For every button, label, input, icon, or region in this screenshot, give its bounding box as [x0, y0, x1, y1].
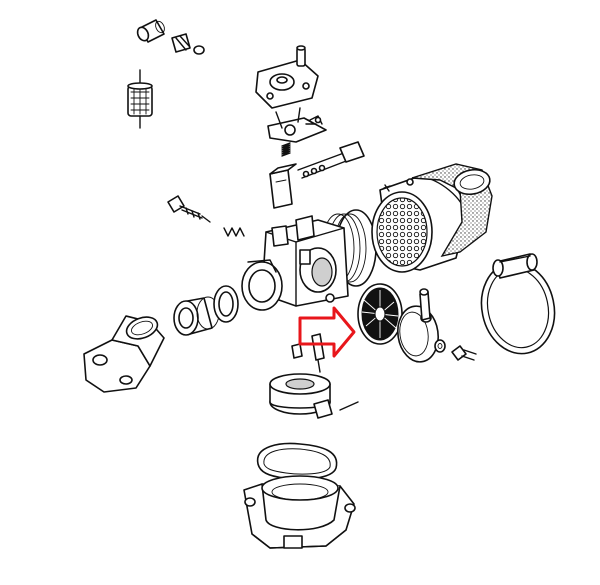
- callout-arrow: [298, 306, 356, 358]
- banjo-bolt: [171, 33, 205, 55]
- washer: [434, 339, 446, 353]
- foam-filter-housing: [411, 163, 493, 258]
- float-arm-rod: [297, 141, 365, 179]
- spring-small-top: [281, 142, 291, 157]
- idle-screw: [167, 195, 211, 223]
- mounting-bolt: [451, 345, 477, 361]
- insulator-spacer: [173, 296, 220, 336]
- float: [269, 373, 359, 419]
- throttle-cap-bracket: [255, 45, 319, 109]
- screw-small: [305, 119, 317, 125]
- main-jet: [291, 333, 325, 373]
- filter-base-plate: [397, 288, 439, 363]
- carburetor-body: [241, 209, 377, 311]
- slide-block: [269, 163, 297, 209]
- filter-screw: [383, 178, 414, 192]
- intake-elbow: [83, 315, 165, 393]
- choke-lever-assembly: [267, 107, 327, 143]
- air-intake-screen: [357, 283, 403, 345]
- air-filter-element: [371, 175, 469, 273]
- float-bowl: [243, 475, 356, 549]
- hose-clamp: [480, 253, 556, 355]
- fuel-filter: [127, 69, 153, 129]
- fuel-line: [210, 54, 237, 84]
- idle-spring: [223, 227, 245, 237]
- bowl-gasket: [256, 442, 338, 480]
- fuel-hose-barb: [136, 19, 165, 43]
- intake-gasket: [213, 285, 239, 323]
